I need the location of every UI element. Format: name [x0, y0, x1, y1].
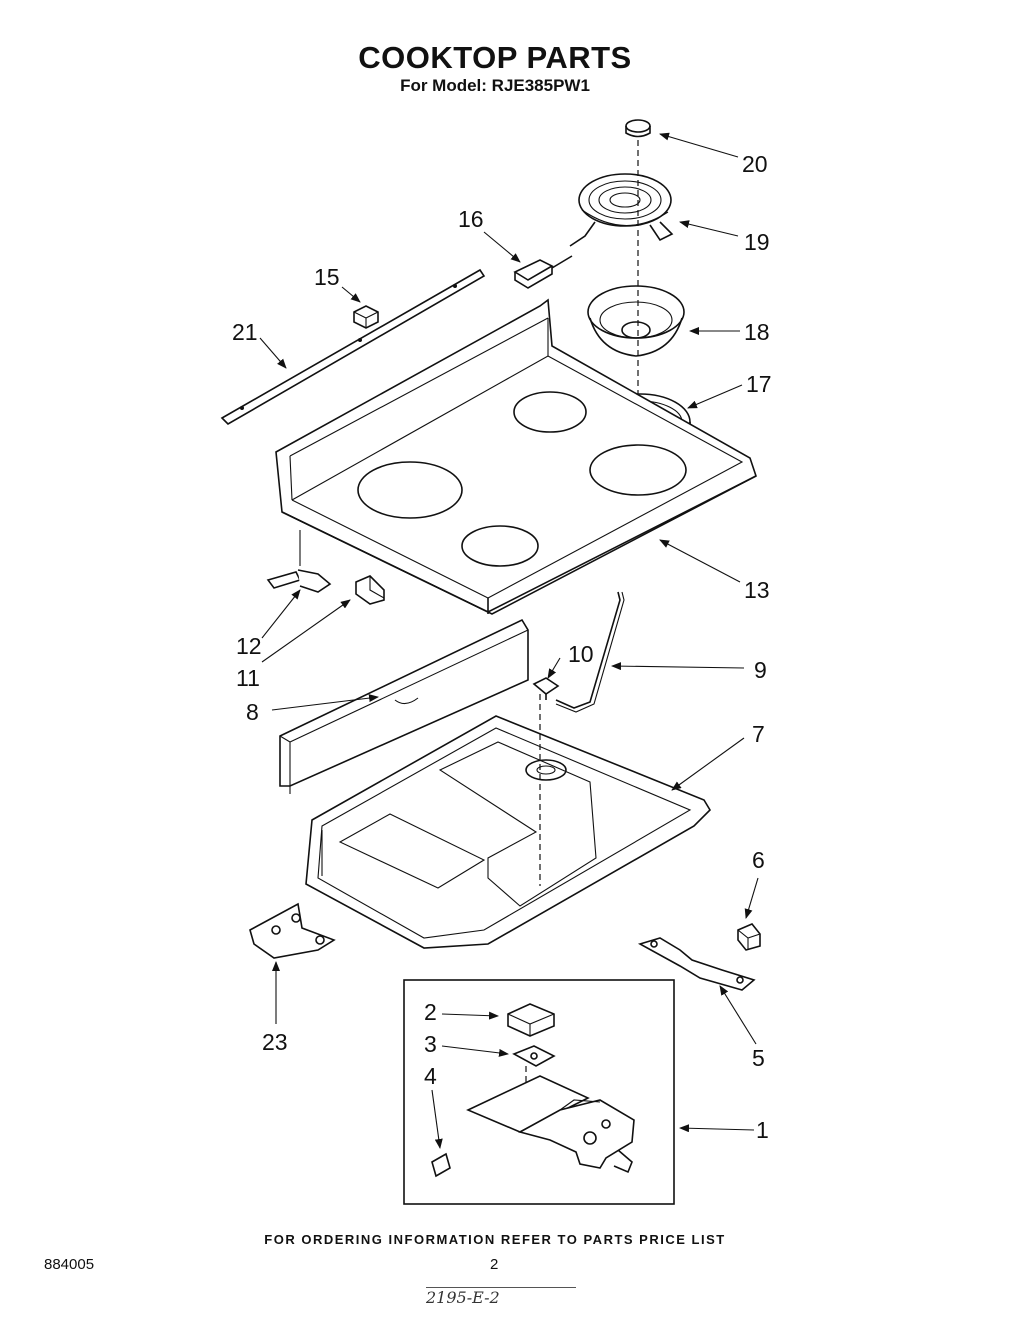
handwritten-stamp: 2195-E-2 [426, 1287, 576, 1310]
callout-16: 16 [458, 206, 484, 232]
callout-23: 23 [262, 1029, 288, 1055]
callout-4: 4 [424, 1063, 437, 1089]
part-8-panel [279, 618, 529, 794]
callout-7: 7 [752, 721, 765, 747]
callout-5: 5 [752, 1045, 765, 1071]
part-7-burner-box [305, 715, 712, 949]
leader-lines [259, 132, 759, 1149]
callout-12: 12 [236, 633, 262, 659]
part-2-switch [507, 1003, 555, 1037]
part-16-terminal-block [513, 255, 573, 289]
part-23-bracket [249, 902, 336, 959]
page-title: COOKTOP PARTS [358, 40, 632, 75]
callout-21: 21 [232, 319, 258, 345]
part-20-cap [625, 119, 651, 138]
part-9-rod [555, 591, 625, 713]
switch-assembly-inset-box [403, 979, 675, 1205]
part-4-tag [431, 1152, 451, 1178]
callout-6: 6 [752, 847, 765, 873]
callout-10: 10 [568, 641, 594, 667]
callout-2: 2 [424, 999, 437, 1025]
part-19-surface-element [569, 173, 674, 247]
callout-15: 15 [314, 264, 340, 290]
part-21-strip [220, 268, 486, 426]
callout-13: 13 [744, 577, 770, 603]
part-12-bracket [266, 530, 332, 593]
part-1-switch-assembly [466, 1075, 635, 1174]
page-number: 2 [490, 1256, 499, 1273]
callout-9: 9 [754, 657, 767, 683]
callout-8: 8 [246, 699, 259, 725]
model-subtitle: For Model: RJE385PW1 [400, 76, 590, 95]
callout-17: 17 [746, 371, 772, 397]
part-13-cooktop [275, 298, 757, 615]
part-5-bracket [637, 937, 756, 991]
callout-11: 11 [236, 665, 260, 691]
callout-1: 1 [756, 1117, 769, 1143]
part-15-clip [353, 305, 379, 329]
part-18-drip-bowl [587, 285, 685, 357]
document-number: 884005 [44, 1256, 95, 1273]
part-10-clip [532, 677, 560, 700]
callout-3: 3 [424, 1031, 437, 1057]
callout-20: 20 [742, 151, 768, 177]
part-11-clip [355, 575, 385, 605]
callout-18: 18 [744, 319, 770, 345]
ordering-info-footer: FOR ORDERING INFORMATION REFER TO PARTS … [264, 1232, 726, 1247]
callout-19: 19 [744, 229, 770, 255]
part-6-clip [737, 923, 761, 951]
